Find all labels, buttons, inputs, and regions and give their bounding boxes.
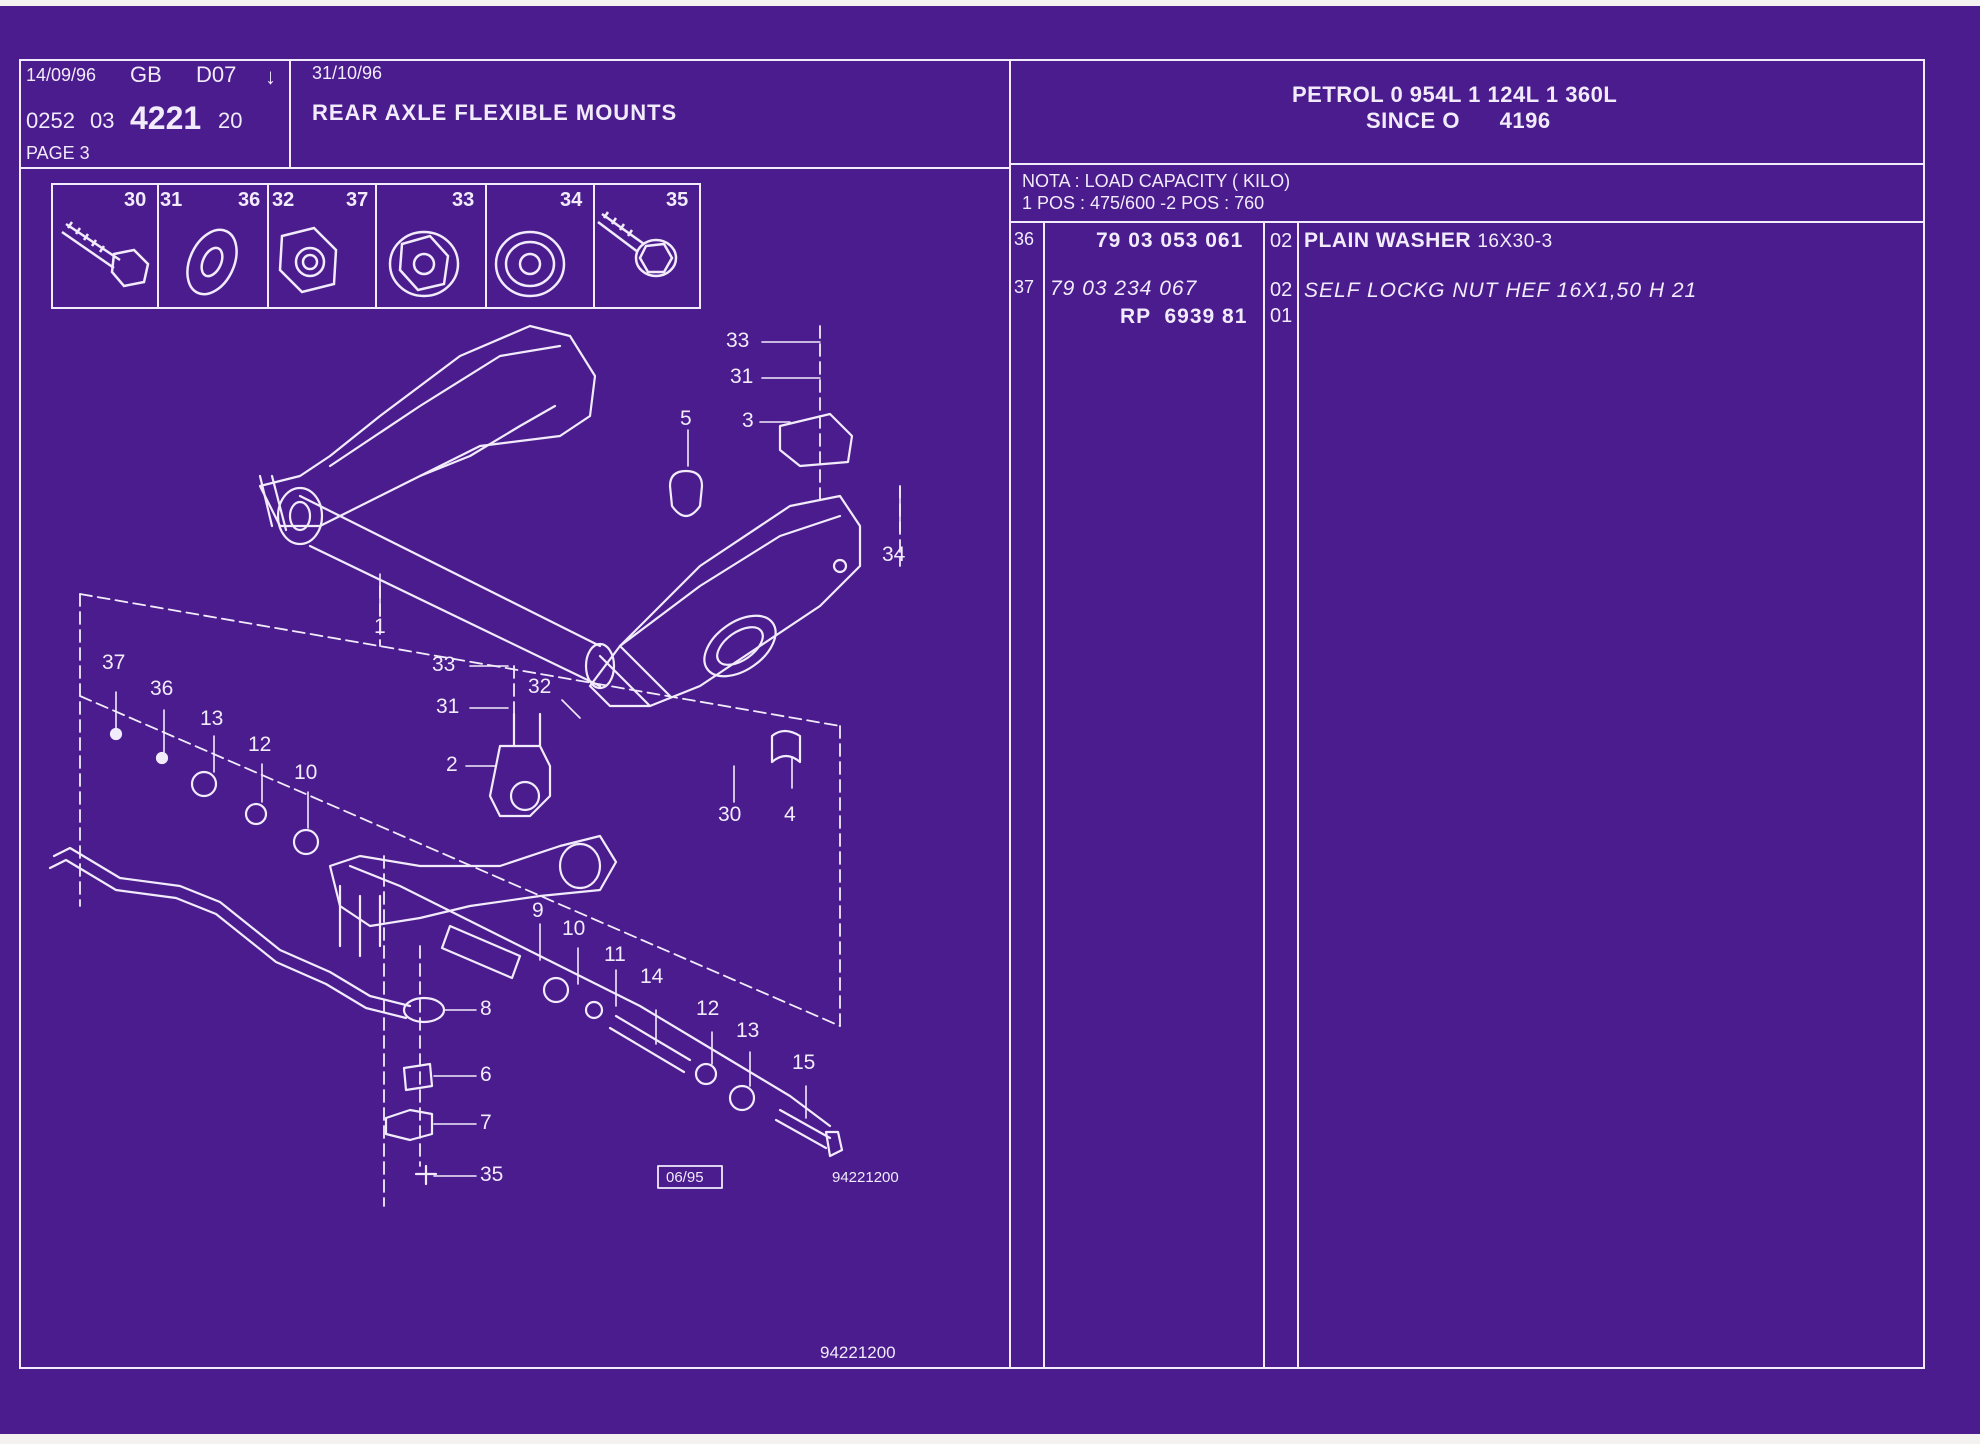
callout: 36 xyxy=(150,677,174,700)
anti-roll-bar xyxy=(48,846,832,1128)
figure-code: 94221200 xyxy=(832,1169,899,1186)
washer-icon xyxy=(186,228,238,296)
strip-label: 34 xyxy=(560,189,583,211)
strip-label: 30 xyxy=(124,189,147,211)
issue-date: 14/09/96 xyxy=(26,65,97,85)
callout: 3 xyxy=(742,409,754,432)
flexible-mount xyxy=(488,712,552,818)
callout: 13 xyxy=(736,1019,760,1042)
callout: 37 xyxy=(102,651,126,674)
right-trailing-arm xyxy=(588,494,862,708)
revision-stamp: 06/95 xyxy=(666,1169,704,1186)
callout: 12 xyxy=(248,733,272,756)
revision-date: 31/10/96 xyxy=(312,63,383,83)
note-line-1: NOTA : LOAD CAPACITY ( KILO) xyxy=(1022,171,1291,191)
callout: 14 xyxy=(640,965,664,988)
callout: 1 xyxy=(374,615,386,638)
code-b: 03 xyxy=(90,108,115,133)
code-c: 20 xyxy=(218,108,243,133)
axis-hardware xyxy=(109,727,844,1158)
flange-nut-icon xyxy=(388,230,460,298)
row-quantity: 02 xyxy=(1270,230,1293,252)
note-line-2: 1 POS : 475/600 -2 POS : 760 xyxy=(1022,193,1265,213)
callout: 34 xyxy=(882,543,906,566)
callout: 13 xyxy=(200,707,224,730)
engine-spec: PETROL 0 954L 1 124L 1 360L xyxy=(1292,82,1618,107)
callout: 8 xyxy=(480,997,492,1020)
nut-icon xyxy=(278,226,338,294)
page-number: PAGE 3 xyxy=(26,143,90,163)
callout: 12 xyxy=(696,997,720,1020)
cross-tube xyxy=(298,494,616,690)
flange-bolt-icon xyxy=(597,211,678,278)
down-arrow-icon: ↓ xyxy=(265,64,276,89)
strip-label: 36 xyxy=(238,189,261,211)
strip-label: 35 xyxy=(666,189,689,211)
doc-code: D07 xyxy=(196,62,237,87)
callout: 9 xyxy=(532,899,544,922)
callout: 10 xyxy=(294,761,318,784)
callout: 7 xyxy=(480,1111,492,1134)
row-position: 37 xyxy=(1014,277,1035,297)
row-description: SELF LOCKG NUT HEF 16X1,50 H 21 xyxy=(1304,279,1698,302)
left-trailing-arm xyxy=(258,324,597,546)
clamp-parts xyxy=(384,996,446,1186)
figure-code-bottom: 94221200 xyxy=(820,1343,896,1362)
code-a: 0252 xyxy=(26,108,75,133)
callout: 30 xyxy=(718,803,742,826)
callout: 2 xyxy=(446,753,458,776)
half-bearing xyxy=(770,729,802,764)
callout: 32 xyxy=(528,675,552,698)
mount-bracket xyxy=(778,412,854,468)
row-reference: 79 03 234 067 xyxy=(1050,277,1198,300)
sheet-frame xyxy=(19,59,1925,1369)
row-position: 36 xyxy=(1014,229,1035,249)
callout: 4 xyxy=(784,803,796,826)
parts-sheet: 14/09/96 GB D07 ↓ 0252 03 4221 20 PAGE 3… xyxy=(0,6,1980,1434)
leader-lines xyxy=(115,341,901,1177)
callout: 35 xyxy=(480,1163,504,1186)
since-spec: SINCE O 4196 xyxy=(1366,108,1551,133)
strip-label: 31 xyxy=(160,189,183,211)
row-reference: 79 03 053 061 xyxy=(1096,229,1244,252)
strip-label: 37 xyxy=(346,189,369,211)
parts-strip-icons xyxy=(61,211,678,298)
row-quantity: 02 xyxy=(1270,279,1293,301)
strip-label: 33 xyxy=(452,189,475,211)
callout: 31 xyxy=(730,365,754,388)
callout: 15 xyxy=(792,1051,816,1074)
bump-stop xyxy=(668,469,704,518)
code-main: 4221 xyxy=(130,100,202,136)
callout: 5 xyxy=(680,407,692,430)
collar-nut-icon xyxy=(494,230,566,298)
country-code: GB xyxy=(130,62,162,87)
spacer-tube xyxy=(440,924,522,980)
stamp-box xyxy=(657,1165,723,1189)
bolt-icon xyxy=(61,221,150,288)
callout: 31 xyxy=(436,695,460,718)
page-title: REAR AXLE FLEXIBLE MOUNTS xyxy=(312,100,678,125)
callout: 11 xyxy=(604,943,626,966)
row-dimension: 16X30-3 xyxy=(1477,231,1553,252)
row-reference: RP 6939 81 xyxy=(1120,305,1248,328)
row-description-text: PLAIN WASHER xyxy=(1304,229,1472,252)
strip-label: 32 xyxy=(272,189,295,211)
callout: 6 xyxy=(480,1063,492,1086)
callout: 33 xyxy=(726,329,750,352)
row-quantity: 01 xyxy=(1270,305,1293,327)
callout: 33 xyxy=(432,653,456,676)
row-description: PLAIN WASHER 16X30-3 xyxy=(1304,230,1553,251)
lower-arm xyxy=(328,834,618,958)
callout: 10 xyxy=(562,917,586,940)
exploded-diagram xyxy=(48,324,901,1207)
